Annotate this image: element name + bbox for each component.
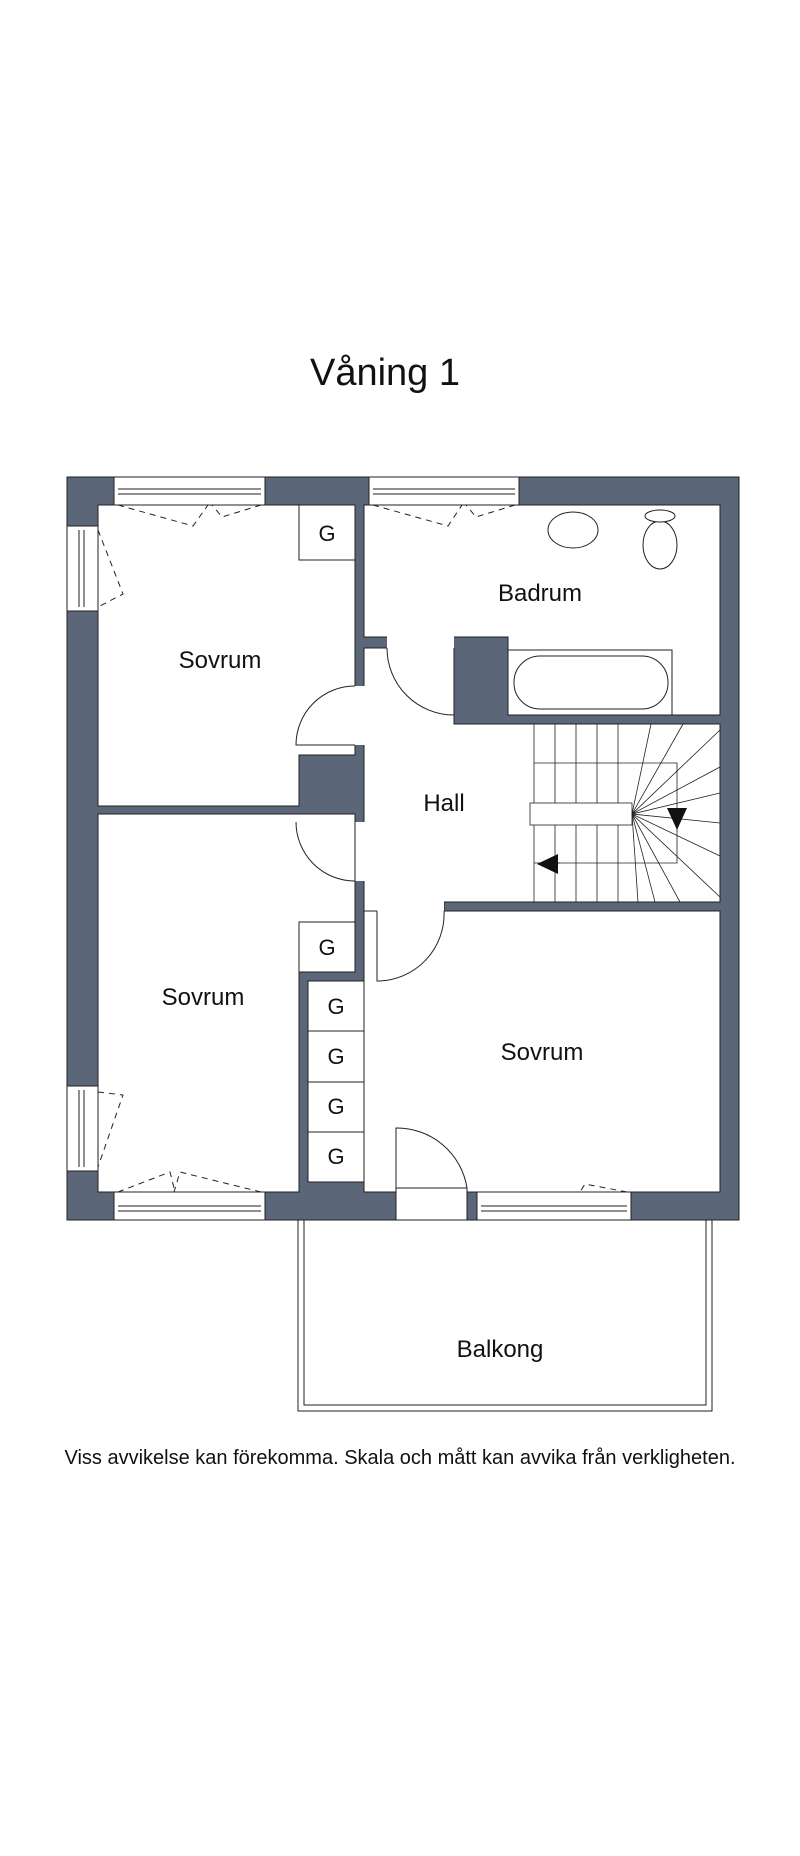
toilet <box>642 520 678 570</box>
wardrobe <box>298 921 356 973</box>
door-swing-bedroom-right <box>376 910 445 982</box>
wardrobe <box>298 504 356 561</box>
wardrobe-label: G <box>318 521 335 546</box>
wardrobe-label: G <box>327 1094 344 1119</box>
door-opening-top-left <box>350 686 370 745</box>
door-swing-balcony <box>395 1127 468 1189</box>
sink <box>547 511 599 549</box>
window <box>66 1085 99 1172</box>
door-swing-top-left <box>295 685 356 746</box>
balcony-inner <box>303 1219 707 1406</box>
stair-arrow-icon <box>667 808 687 830</box>
floor-title: Våning 1 <box>309 352 460 394</box>
disclaimer: Viss avvikelse kan förekomma. Skala och … <box>64 1447 736 1469</box>
wardrobe <box>307 1081 365 1133</box>
room-label: Sovrum <box>501 1039 584 1066</box>
door-opening-bathroom <box>387 632 454 652</box>
wardrobe-label: G <box>318 935 335 960</box>
door-swing-bathroom <box>386 647 455 716</box>
stair-arrow-icon <box>537 854 558 874</box>
window <box>113 476 266 506</box>
wardrobe <box>307 1131 365 1183</box>
window <box>368 476 520 506</box>
wardrobe-label: G <box>327 994 344 1019</box>
room-label: Sovrum <box>162 984 245 1011</box>
wardrobe-label: G <box>327 1144 344 1169</box>
room-label: Balkong <box>457 1336 544 1363</box>
balcony <box>297 1219 713 1412</box>
door-opening-bottom-left <box>350 822 370 881</box>
room-label: Hall <box>423 790 464 817</box>
bathtub-basin <box>513 655 669 710</box>
room-label: Badrum <box>498 580 582 607</box>
wardrobe <box>307 1030 365 1083</box>
window <box>66 525 99 612</box>
wardrobe-label: G <box>327 1044 344 1069</box>
balcony-door-opening <box>395 1187 468 1221</box>
door-opening-bedroom-right <box>377 898 444 916</box>
door-swing-bottom-left <box>295 821 356 882</box>
room-label: Sovrum <box>179 647 262 674</box>
toilet-tank <box>644 509 676 523</box>
